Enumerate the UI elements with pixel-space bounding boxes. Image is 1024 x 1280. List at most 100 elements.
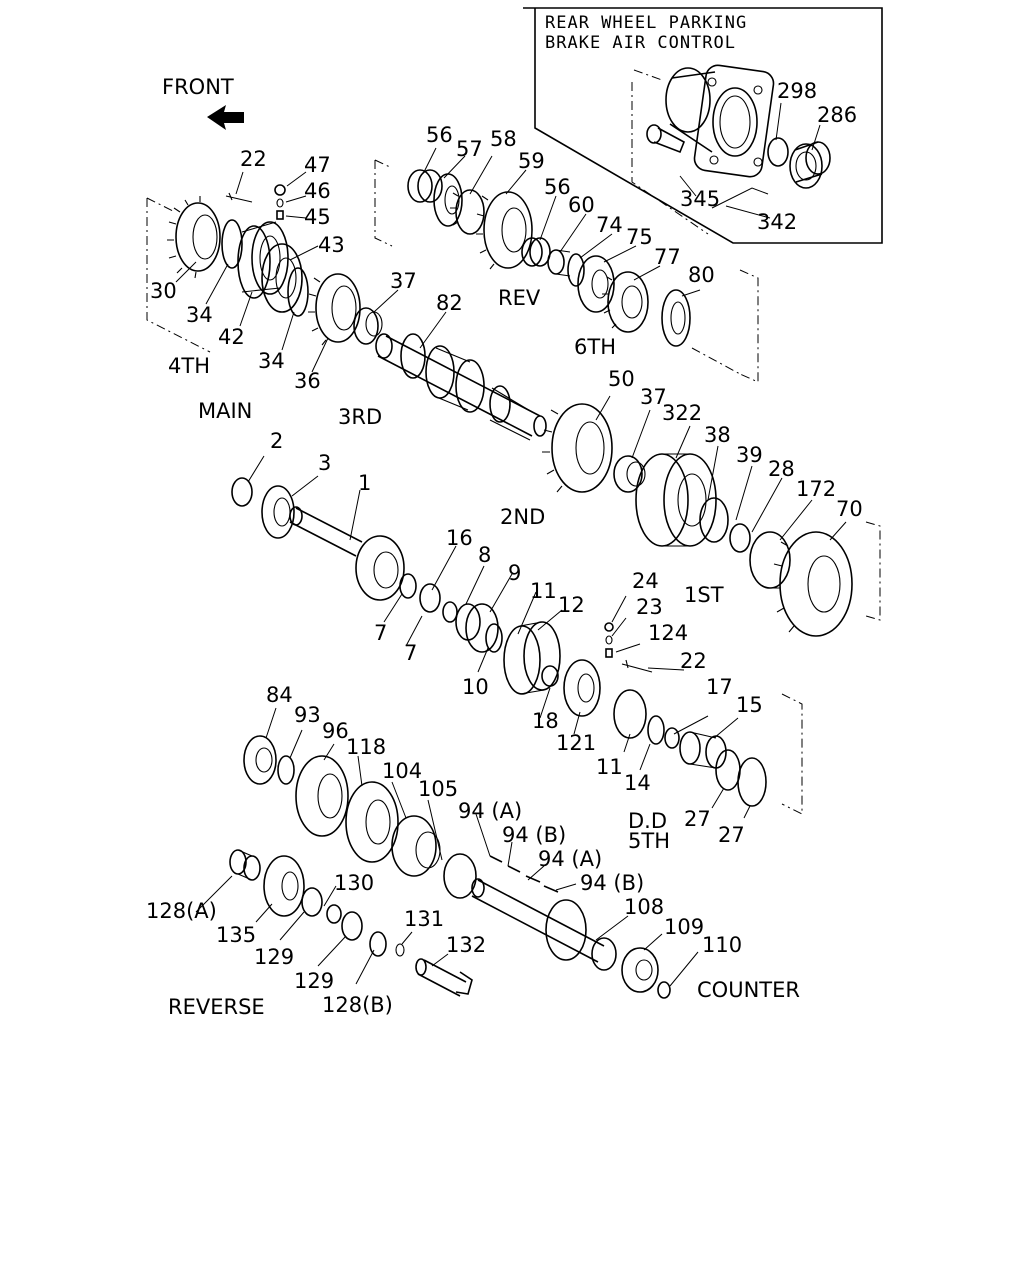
label-27b: 27 <box>718 823 745 847</box>
label-96: 96 <box>322 719 349 743</box>
label-2: 2 <box>270 429 283 453</box>
label-18: 18 <box>532 709 559 733</box>
section-reverse: REVERSE <box>168 995 265 1019</box>
snapring-172-drawing <box>749 531 791 589</box>
ring-34b-drawing <box>287 267 309 317</box>
ring-10-drawing <box>485 623 503 653</box>
label-74: 74 <box>596 213 623 237</box>
label-77: 77 <box>654 245 681 269</box>
hub-43-drawing <box>261 243 303 313</box>
keys-94-drawing <box>489 855 559 893</box>
section-1st: 1ST <box>684 583 724 607</box>
label-37b: 37 <box>640 385 667 409</box>
section-dd-line1: D.D <box>628 809 667 833</box>
main-shaft-82-drawing: MAIN 3RD <box>198 311 547 441</box>
label-9: 9 <box>508 561 521 585</box>
label-47: 47 <box>304 153 331 177</box>
section-3rd: 3RD <box>338 405 382 429</box>
ring-17-drawing <box>664 727 680 749</box>
label-43: 43 <box>318 233 345 257</box>
bearing-286-drawing <box>789 141 831 189</box>
gear-30-drawing <box>167 196 221 279</box>
group-reverse: REVERSE <box>168 849 473 1019</box>
inset-title-line2: BRAKE AIR CONTROL <box>545 33 736 53</box>
gear-70-drawing <box>772 531 853 637</box>
label-38: 38 <box>704 423 731 447</box>
label-109: 109 <box>664 915 704 939</box>
pin-24-23-124-drawing <box>604 622 614 658</box>
label-39: 39 <box>736 443 763 467</box>
ring-74-drawing <box>567 253 585 287</box>
label-50: 50 <box>608 367 635 391</box>
hub-75-drawing <box>577 255 615 313</box>
label-45: 45 <box>304 205 331 229</box>
label-105: 105 <box>418 777 458 801</box>
gear-59-drawing <box>476 191 533 270</box>
gear-96-drawing <box>295 755 349 837</box>
snapring-11b-drawing <box>613 689 647 739</box>
label-94b2: 94 (B) <box>580 871 644 895</box>
snapring-2-drawing <box>231 477 253 507</box>
label-14: 14 <box>624 771 651 795</box>
label-286: 286 <box>817 103 857 127</box>
front-arrow-icon <box>207 105 244 130</box>
inset-title-line1: REAR WHEEL PARKING <box>545 13 747 33</box>
label-108: 108 <box>624 895 664 919</box>
label-11b: 11 <box>596 755 623 779</box>
section-6th: 6TH <box>574 335 616 359</box>
label-60: 60 <box>568 193 595 217</box>
sleeve-60-drawing <box>547 249 571 277</box>
label-110: 110 <box>702 933 742 957</box>
label-16: 16 <box>446 526 473 550</box>
bearing-109-drawing <box>621 947 659 993</box>
label-94a1: 94 (A) <box>458 799 522 823</box>
label-172: 172 <box>796 477 836 501</box>
label-27a: 27 <box>684 807 711 831</box>
label-34a: 34 <box>186 303 213 327</box>
label-118: 118 <box>346 735 386 759</box>
label-128a: 128(A) <box>146 899 217 923</box>
label-22b: 22 <box>680 649 707 673</box>
label-104: 104 <box>382 759 422 783</box>
label-28: 28 <box>768 457 795 481</box>
label-121: 121 <box>556 731 596 755</box>
ring-8-drawing <box>455 603 481 641</box>
label-75: 75 <box>626 225 653 249</box>
label-22a: 22 <box>240 147 267 171</box>
gear-135-drawing <box>263 855 305 917</box>
section-dd-line2: 5TH <box>628 829 670 853</box>
gear-50-drawing <box>542 403 613 493</box>
gear-104-drawing <box>391 815 441 877</box>
label-298: 298 <box>777 79 817 103</box>
section-4th: 4TH <box>168 354 210 378</box>
group-input <box>231 455 601 735</box>
bearing-56b-drawing <box>521 237 551 267</box>
gear-58-drawing <box>450 189 485 235</box>
label-12: 12 <box>558 593 585 617</box>
label-80: 80 <box>688 263 715 287</box>
section-rev: REV <box>498 286 541 310</box>
ring-34a-drawing <box>221 219 243 269</box>
ball-47-drawing <box>274 184 286 196</box>
label-30: 30 <box>150 279 177 303</box>
label-24: 24 <box>632 569 659 593</box>
label-59: 59 <box>518 149 545 173</box>
bearing-14-drawing <box>647 715 665 745</box>
label-34b: 34 <box>258 349 285 373</box>
group-dd-5th: D.D 5TH <box>604 595 803 853</box>
label-135: 135 <box>216 923 256 947</box>
snapring-93-drawing <box>277 755 295 785</box>
section-2nd: 2ND <box>500 505 545 529</box>
label-93: 93 <box>294 703 321 727</box>
label-128b: 128(B) <box>322 993 393 1017</box>
section-counter: COUNTER <box>697 978 800 1002</box>
label-42: 42 <box>218 325 245 349</box>
bolt-345-drawing <box>646 124 686 154</box>
gear-105-drawing <box>443 853 477 899</box>
input-shaft-1-drawing <box>289 506 405 601</box>
bearing-84-drawing <box>243 735 277 785</box>
label-132: 132 <box>446 933 486 957</box>
washer-130-drawing <box>326 904 342 924</box>
spring-46-drawing <box>276 198 284 208</box>
